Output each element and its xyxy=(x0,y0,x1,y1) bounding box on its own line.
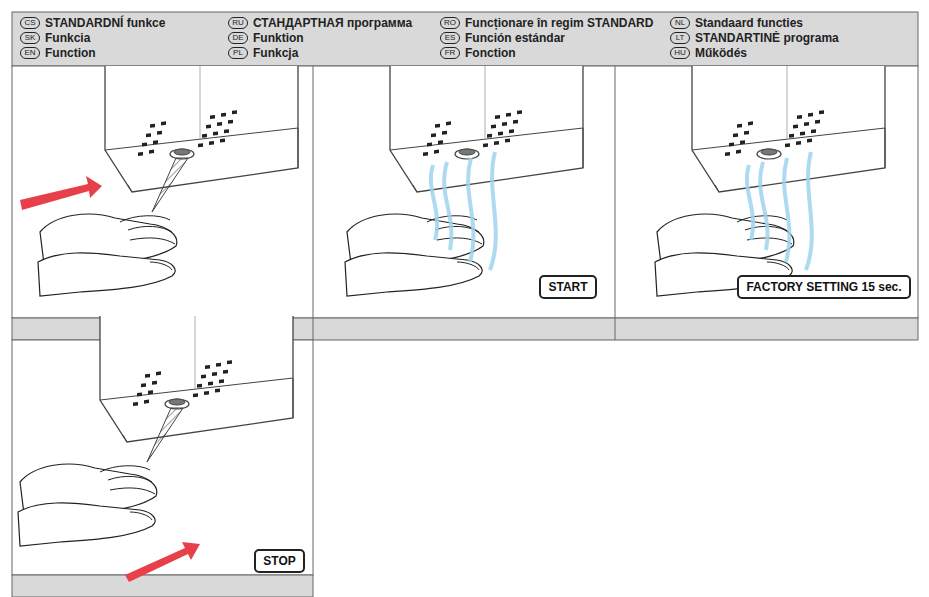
status-box: FACTORY SETTING 15 sec. xyxy=(737,275,911,299)
language-code: PL xyxy=(228,47,248,59)
function-title: Funktion xyxy=(253,31,304,45)
language-code: HU xyxy=(670,47,690,59)
status-box: STOP xyxy=(254,549,305,573)
language-code: ES xyxy=(440,32,460,44)
language-code: LT xyxy=(670,32,690,44)
language-code: EN xyxy=(20,47,40,59)
function-title: Function xyxy=(45,46,96,60)
function-title: СТАНДАРТНАЯ программа xyxy=(253,16,412,30)
status-text: FACTORY SETTING 15 sec. xyxy=(739,280,909,294)
language-code: RO xyxy=(440,17,460,29)
status-text: START xyxy=(541,280,595,294)
language-code: FR xyxy=(440,47,460,59)
function-title: Standaard functies xyxy=(695,16,803,30)
function-title: STANDARTINĖ programa xyxy=(695,31,839,45)
language-code: RU xyxy=(228,17,248,29)
function-title: Működés xyxy=(695,46,747,60)
function-title: Funcționare în regim STANDARD xyxy=(465,16,653,30)
function-title: Fonction xyxy=(465,46,516,60)
language-code: DE xyxy=(228,32,248,44)
function-title: Funkcja xyxy=(253,46,298,60)
status-text: STOP xyxy=(256,554,303,568)
language-code: SK xyxy=(20,32,40,44)
status-box: START xyxy=(539,275,597,299)
language-code: CS xyxy=(20,17,40,29)
function-title: Funkcia xyxy=(45,31,90,45)
function-title: Función estándar xyxy=(465,31,565,45)
language-code: NL xyxy=(670,17,690,29)
function-title: STANDARDNÍ funkce xyxy=(45,16,165,30)
